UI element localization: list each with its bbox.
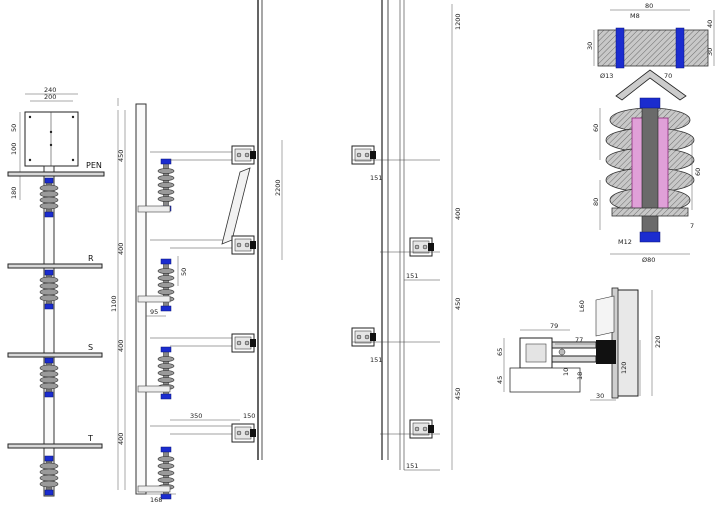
insulator <box>39 269 59 310</box>
insulator-section-detail: 80 M8 40 30 30 Ø13 70 60 60 80 7 M12 <box>586 2 715 264</box>
dim-label: Ø13 <box>600 72 613 80</box>
dim-label: 450 <box>117 150 125 162</box>
crossbar-t <box>7 443 103 449</box>
dim-label: 80 <box>645 2 653 10</box>
dim-label: M8 <box>630 12 640 20</box>
wall-clamp <box>351 145 377 165</box>
phase-label: R <box>88 254 94 263</box>
dim-label: 151 <box>406 462 418 470</box>
dim-label: 400 <box>117 433 125 445</box>
dim-label: M12 <box>618 238 632 246</box>
dim-label: 30 <box>596 392 604 400</box>
dim-label: 95 <box>150 308 158 316</box>
crossbar-s <box>7 352 103 358</box>
insulator <box>157 258 175 312</box>
wall-clamp <box>409 237 435 257</box>
dim-label: 50 <box>10 124 18 132</box>
right-side-view: 1200 400 450 450 151 151 151 151 <box>351 0 462 471</box>
insulator <box>157 158 175 212</box>
dim-label: 150 <box>243 412 255 420</box>
insulator <box>39 177 59 218</box>
dim-label: 77 <box>575 336 583 344</box>
dim-label: 400 <box>117 340 125 352</box>
dim-label: 30 <box>586 42 594 50</box>
dim-label: 100 <box>10 143 18 155</box>
dim-label: 151 <box>370 356 382 364</box>
wall-clamp <box>409 419 435 439</box>
dim-label: 50 <box>180 268 188 276</box>
dim-label: 400 <box>454 208 462 220</box>
insulator <box>39 455 59 496</box>
dim-label: 450 <box>454 298 462 310</box>
dim-label: 450 <box>454 388 462 400</box>
dim-label: 60 <box>592 124 600 132</box>
wall-clamp <box>231 423 257 443</box>
dim-label: 2200 <box>274 179 282 196</box>
left-elevation-view: 240 200 50 100 180 PEN R S T <box>7 86 105 497</box>
insulator <box>39 357 59 398</box>
pole <box>43 165 55 497</box>
dim-label: 18 <box>576 372 584 380</box>
dim-label: 40 <box>706 20 714 28</box>
dim-label: 45 <box>496 376 504 384</box>
wall-clamp <box>231 333 257 353</box>
wall-clamp <box>231 145 257 165</box>
dim-label: 400 <box>117 243 125 255</box>
dim-label: 60 <box>694 168 702 176</box>
dim-label: 220 <box>654 336 662 348</box>
dim-label: 10 <box>562 368 570 376</box>
mounting-plate <box>24 111 79 167</box>
wall-clamp <box>351 327 377 347</box>
dim-label: 168 <box>150 496 162 504</box>
dim-label: 350 <box>190 412 202 420</box>
bracket-detail: L60 220 120 79 77 65 45 18 10 30 <box>496 287 662 401</box>
dim-label: 1100 <box>110 295 118 312</box>
dim-label: 7 <box>690 222 694 230</box>
dim-label: 120 <box>620 362 628 374</box>
dim-label: 79 <box>550 322 558 330</box>
phase-label: T <box>87 434 93 443</box>
phase-label: PEN <box>86 161 102 170</box>
dim-label: 240 <box>44 86 56 94</box>
dim-label: 65 <box>496 348 504 356</box>
wall-clamp <box>231 235 257 255</box>
dim-label: 151 <box>406 272 418 280</box>
dim-label: 200 <box>44 93 56 101</box>
dim-label: Ø80 <box>642 256 655 264</box>
middle-side-view: 450 400 400 1100 400 <box>110 0 283 504</box>
dim-label: 151 <box>370 174 382 182</box>
crossbar-r <box>7 263 103 269</box>
crossbar-pen <box>7 171 105 177</box>
dim-label: 70 <box>664 72 672 80</box>
dim-label: 80 <box>592 198 600 206</box>
mounting-beam <box>597 29 709 67</box>
dim-label: 1200 <box>454 13 462 30</box>
dim-label: 30 <box>706 48 714 56</box>
phase-label: S <box>88 343 93 352</box>
dim-label: 180 <box>10 187 18 199</box>
dim-label: L60 <box>578 300 586 312</box>
